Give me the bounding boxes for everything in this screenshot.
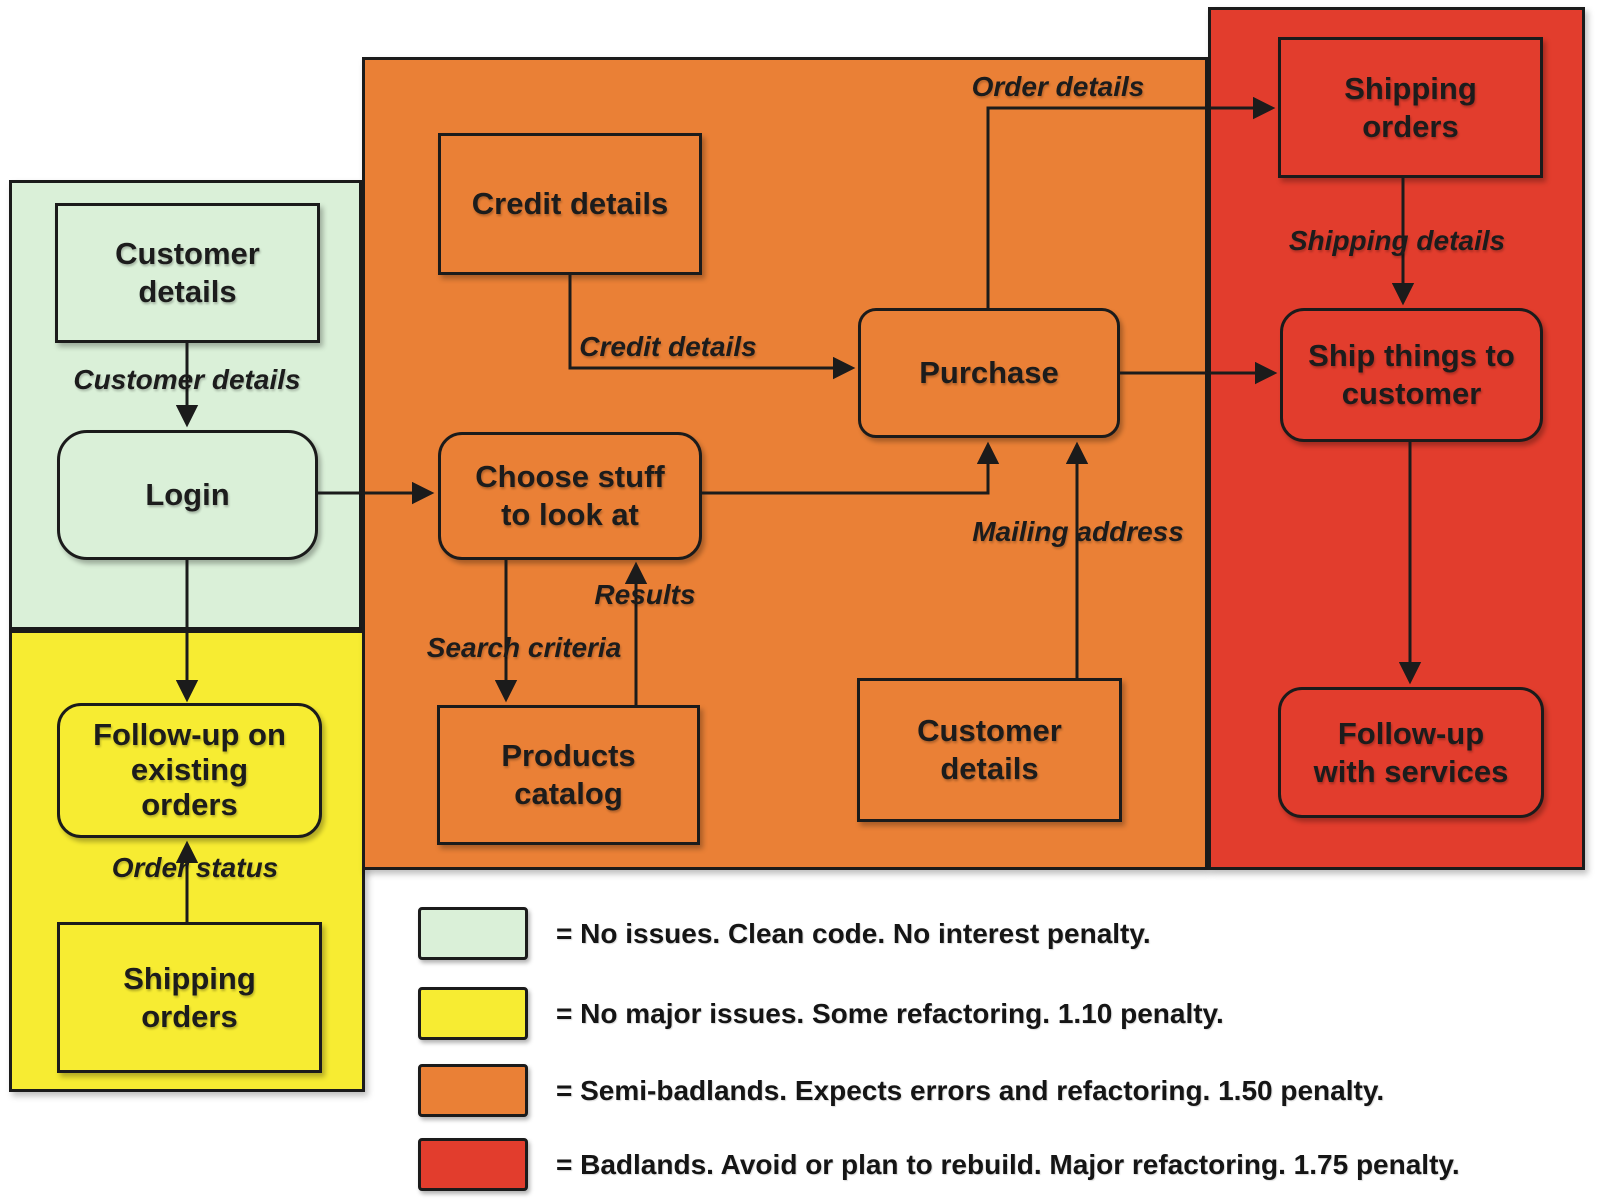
node-products-catalog: Products catalog bbox=[437, 705, 700, 845]
node-followup-with-services: Follow-up with services bbox=[1278, 687, 1544, 818]
node-shipping-orders-yellow: Shipping orders bbox=[57, 922, 322, 1073]
edge-label-results: Results bbox=[594, 579, 696, 610]
node-purchase: Purchase bbox=[858, 308, 1120, 438]
edge-label-order-details: Order details bbox=[971, 71, 1145, 102]
legend-swatch-red bbox=[418, 1138, 528, 1191]
legend-swatch-yellow bbox=[418, 987, 528, 1040]
legend-item-clean: = No issues. Clean code. No interest pen… bbox=[418, 907, 1151, 960]
legend-item-minor: = No major issues. Some refactoring. 1.1… bbox=[418, 987, 1224, 1040]
legend-item-semi-badlands: = Semi-badlands. Expects errors and refa… bbox=[418, 1064, 1384, 1117]
edge-label-order-status: Order status bbox=[111, 852, 279, 883]
node-ship-things-to-customer: Ship things to customer bbox=[1280, 308, 1543, 442]
edge-label-credit-details: Credit details bbox=[579, 331, 757, 362]
edge-label-shipping-details: Shipping details bbox=[1288, 225, 1506, 256]
node-credit-details: Credit details bbox=[438, 133, 702, 275]
node-choose-stuff: Choose stuff to look at bbox=[438, 432, 702, 560]
node-label: Customer details bbox=[115, 236, 260, 309]
legend-swatch-orange bbox=[418, 1064, 528, 1117]
node-label: Choose stuff to look at bbox=[475, 459, 665, 532]
node-followup-existing-orders: Follow-up on existing orders bbox=[57, 703, 322, 838]
node-label: Ship things to customer bbox=[1308, 338, 1515, 411]
edge-label-customer-details: Customer details bbox=[73, 364, 301, 395]
node-label: Follow-up on existing orders bbox=[93, 717, 286, 822]
edge-label-mailing-address: Mailing address bbox=[972, 516, 1184, 547]
node-label: Products catalog bbox=[501, 738, 636, 811]
node-shipping-orders-red: Shipping orders bbox=[1278, 37, 1543, 178]
legend-swatch-green bbox=[418, 907, 528, 960]
edge-label-search-criteria: Search criteria bbox=[426, 632, 622, 663]
node-label: Shipping orders bbox=[1344, 70, 1477, 144]
node-label: Credit details bbox=[471, 186, 669, 222]
node-label: Follow-up with services bbox=[1313, 715, 1509, 789]
legend-item-badlands: = Badlands. Avoid or plan to rebuild. Ma… bbox=[418, 1138, 1460, 1191]
legend-text: = No major issues. Some refactoring. 1.1… bbox=[556, 997, 1224, 1029]
node-label: Customer details bbox=[917, 713, 1062, 786]
legend-text: = Semi-badlands. Expects errors and refa… bbox=[556, 1074, 1385, 1106]
node-label: Shipping orders bbox=[123, 960, 256, 1034]
node-customer-details-green: Customer details bbox=[55, 203, 320, 343]
legend-text: = Badlands. Avoid or plan to rebuild. Ma… bbox=[556, 1148, 1460, 1180]
node-login: Login bbox=[57, 430, 318, 560]
node-label: Purchase bbox=[919, 355, 1059, 391]
node-label: Login bbox=[145, 477, 230, 513]
legend-text: = No issues. Clean code. No interest pen… bbox=[556, 917, 1151, 949]
node-customer-details-orange: Customer details bbox=[857, 678, 1122, 822]
